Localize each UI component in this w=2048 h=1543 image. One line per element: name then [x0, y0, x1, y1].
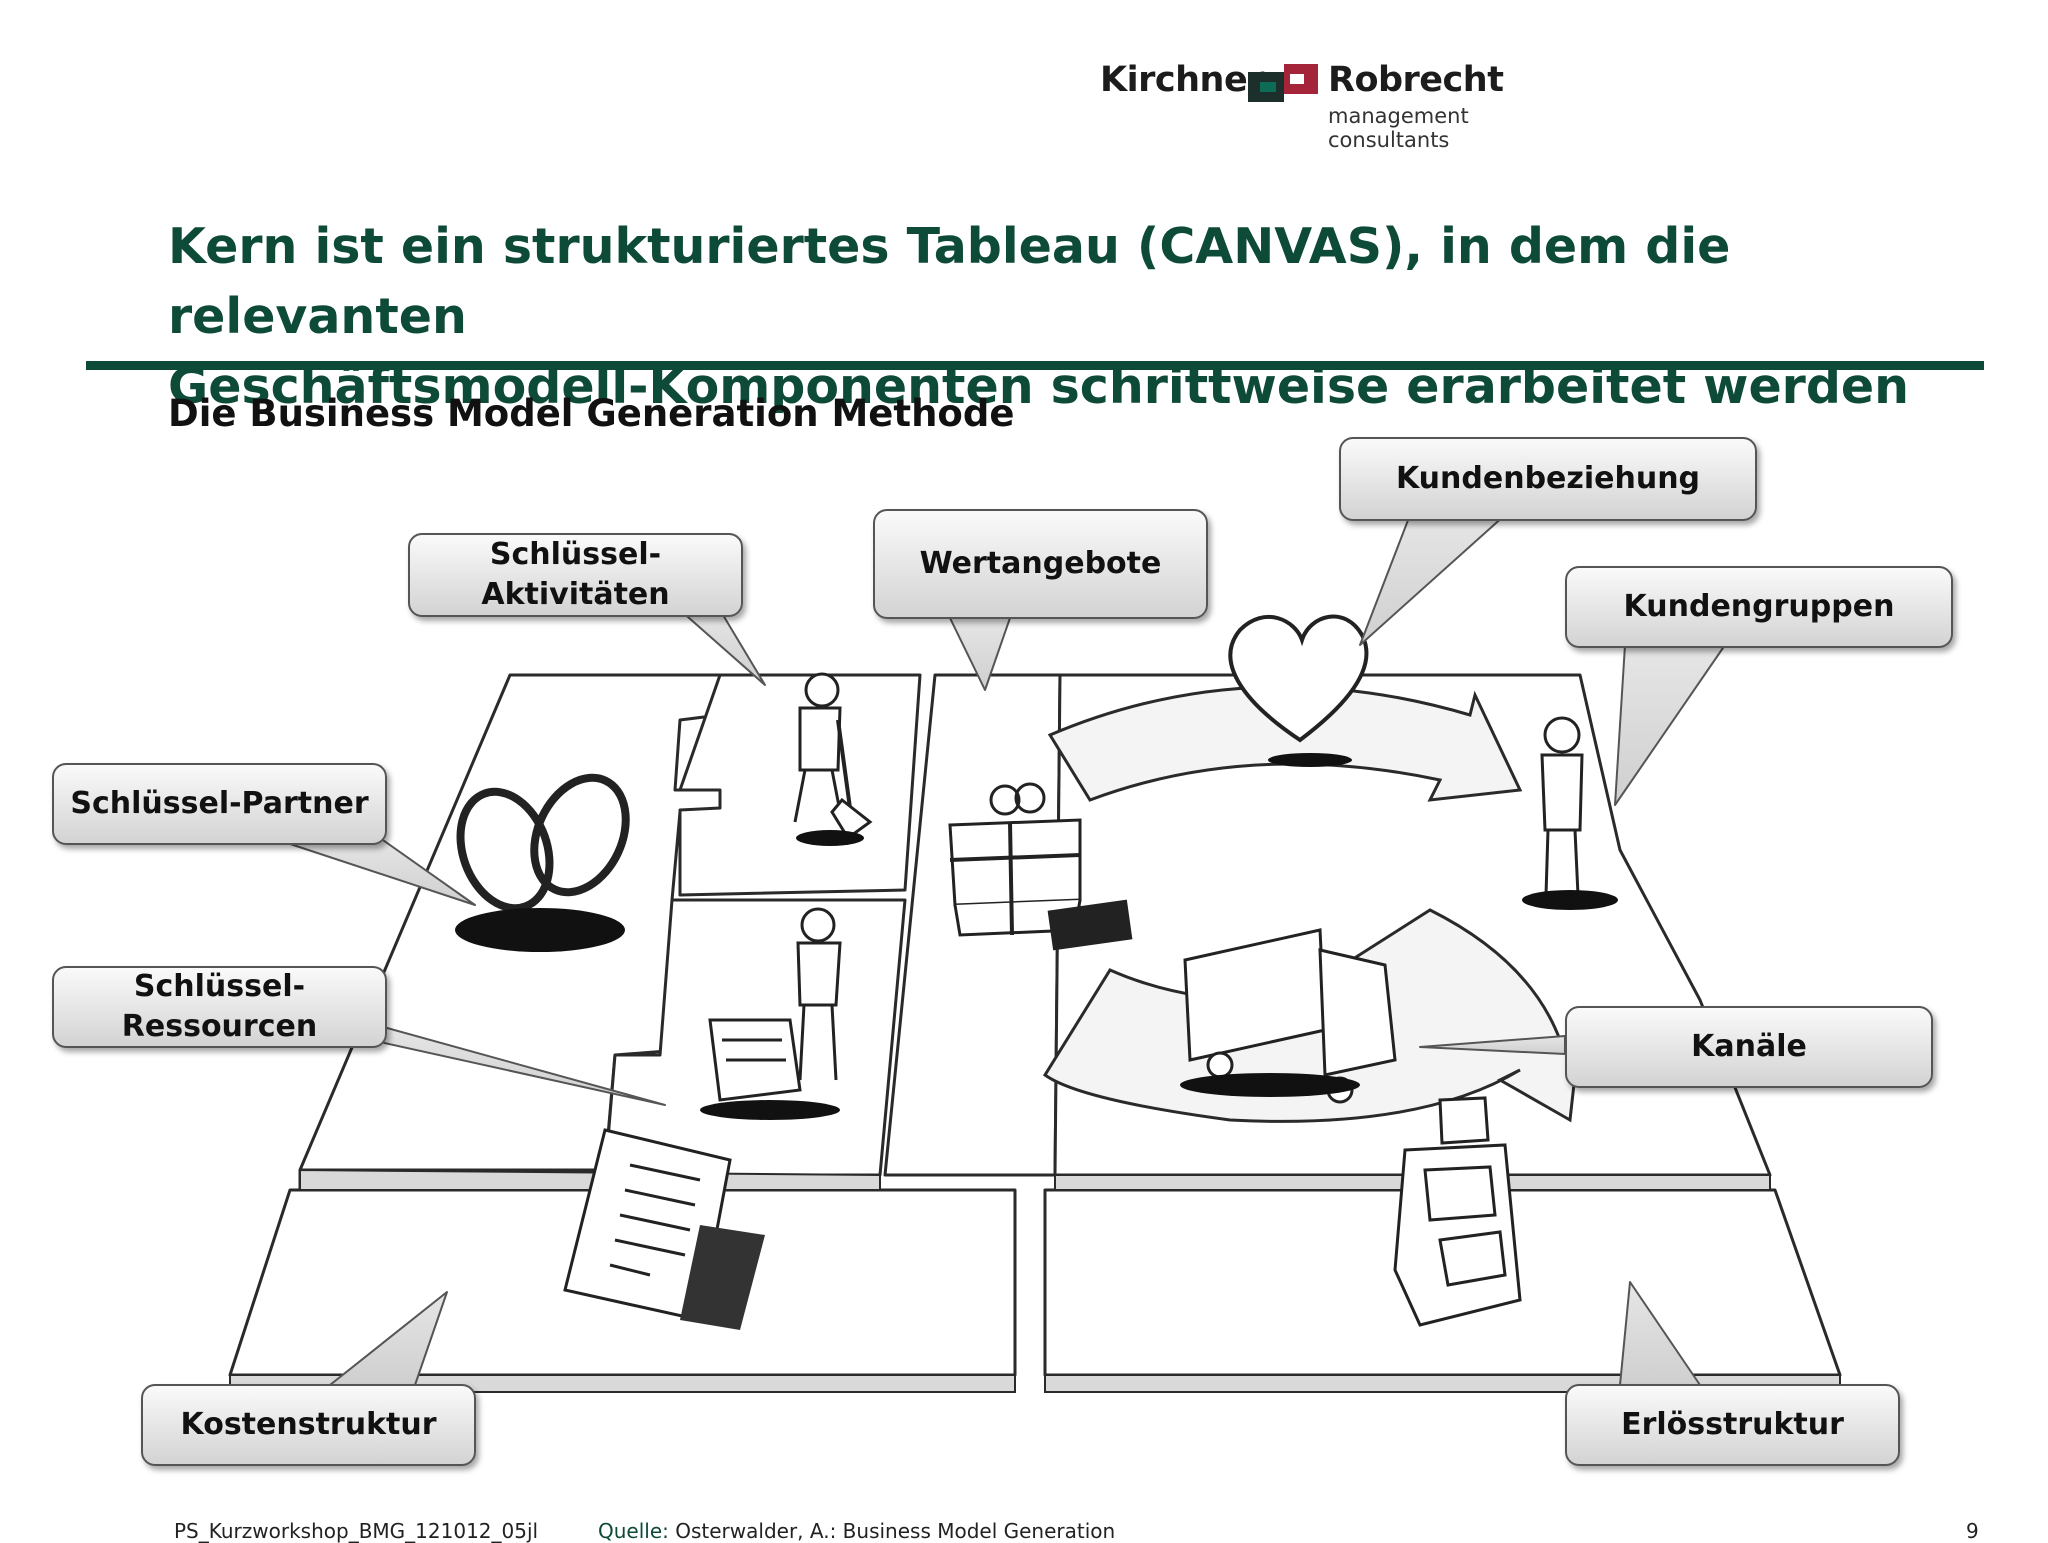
cash-register-icon — [1393, 1096, 1522, 1327]
callout-customer-relationships: Kundenbeziehung — [1339, 437, 1757, 521]
callout-key-activities: Schlüssel- Aktivitäten — [408, 533, 743, 617]
callout-key-partners: Schlüssel-Partner — [52, 763, 387, 845]
title-divider — [86, 361, 1984, 370]
callout-channels: Kanäle — [1565, 1006, 1933, 1088]
page-number: 9 — [1966, 1519, 1979, 1543]
slide-title-line-1: Kern ist ein strukturiertes Tableau (CAN… — [168, 218, 1731, 345]
rings-icon — [456, 787, 554, 913]
callout-customer-segments: Kundengruppen — [1565, 566, 1953, 648]
callout-cost-structure: Kostenstruktur — [141, 1384, 476, 1466]
company-logo: Kirchner Robrecht management consultants — [1100, 52, 1580, 152]
callout-key-resources: Schlüssel- Ressourcen — [52, 966, 387, 1048]
tail-customer-relationships — [1359, 514, 1506, 646]
customer-figure-icon — [1540, 716, 1584, 896]
slide-subtitle: Die Business Model Generation Methode — [168, 392, 1015, 435]
footer-source-text: Osterwalder, A.: Business Model Generati… — [668, 1519, 1116, 1543]
resource-figure-icon — [708, 907, 842, 1102]
heart-icon — [1228, 614, 1369, 743]
contract-document-icon — [563, 1128, 765, 1330]
footer-source-label: Quelle: — [598, 1519, 669, 1543]
gift-icon — [948, 782, 1082, 937]
callout-revenue-streams: Erlösstruktur — [1565, 1384, 1900, 1466]
logo-cross-icon — [1248, 64, 1318, 102]
callout-value-propositions: Wertangebote — [873, 509, 1208, 619]
logo-tagline: management consultants — [1328, 104, 1469, 152]
tail-customer-segments — [1614, 644, 1726, 806]
logo-name-right: Robrecht — [1328, 60, 1504, 100]
logo-name-left: Kirchner — [1100, 60, 1264, 100]
relationship-arrow — [1047, 685, 1523, 802]
footer-source: Quelle: Osterwalder, A.: Business Model … — [598, 1519, 1115, 1543]
footer-document-id: PS_Kurzworkshop_BMG_121012_05jl — [174, 1519, 539, 1543]
